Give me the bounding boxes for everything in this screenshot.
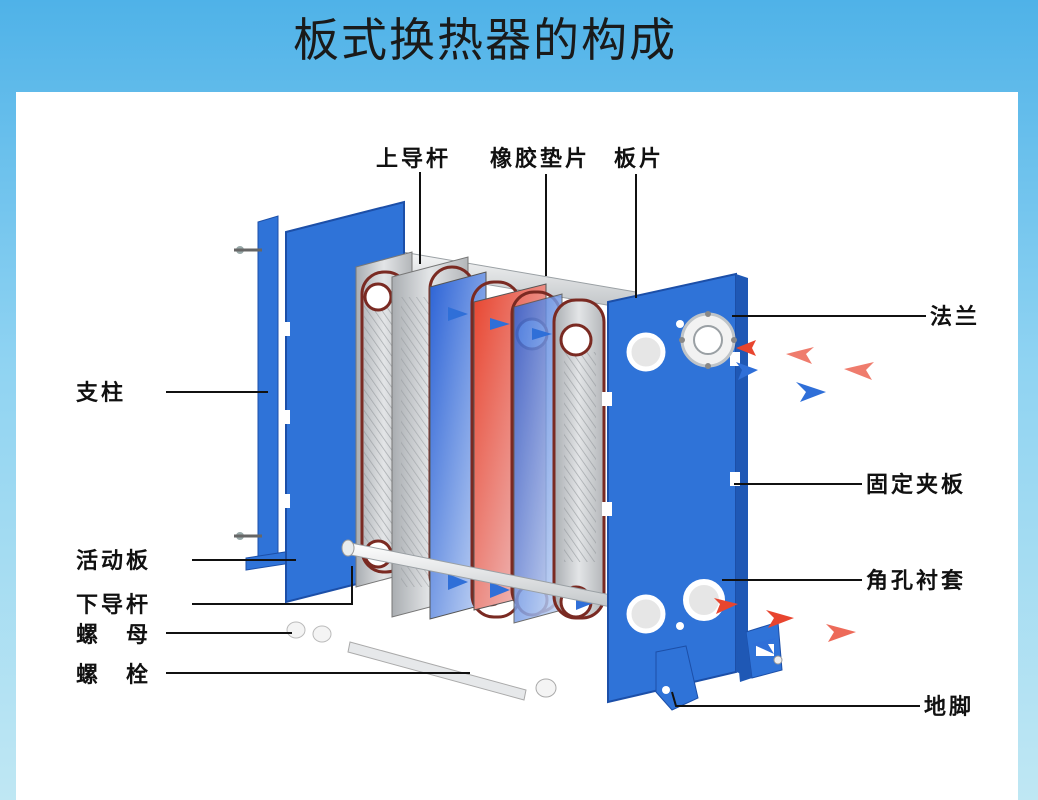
inlet-cold-arrow (752, 638, 776, 654)
inlet-hot-arrow-2 (786, 347, 814, 364)
outlet-hot-arrow-2 (766, 610, 794, 628)
label-plate: 板片 (614, 146, 664, 172)
label-support-column: 支柱 (76, 380, 126, 406)
heat-exchanger-diagram: 上导杆 橡胶垫片 板片 法兰 支柱 固定夹板 活动板 角孔衬套 下导杆 螺 母 … (76, 146, 980, 720)
label-lower-guide-bar: 下导杆 (76, 592, 151, 618)
inlet-hot-arrow-1 (736, 340, 756, 356)
fixed-clamp-plate (602, 272, 748, 704)
flow-arrows (714, 340, 874, 654)
inlet-hot-arrow-3 (844, 362, 874, 380)
outlet-cold-arrow-1 (736, 362, 758, 380)
flange (679, 311, 737, 369)
label-bolt: 螺 栓 (76, 662, 151, 688)
label-corner-hole-liner: 角孔衬套 (866, 568, 966, 594)
diagram-panel: 上导杆 橡胶垫片 板片 法兰 支柱 固定夹板 活动板 角孔衬套 下导杆 螺 母 … (16, 92, 1018, 800)
label-fixed-clamp-plate: 固定夹板 (866, 472, 966, 498)
label-movable-plate: 活动板 (76, 548, 151, 574)
label-foot: 地脚 (924, 694, 974, 720)
plate-pack (355, 251, 606, 624)
label-rubber-gasket: 橡胶垫片 (490, 146, 590, 172)
foot (655, 645, 699, 711)
page-title: 板式换热器的构成 (293, 13, 677, 67)
internal-flow-arrows (448, 307, 596, 610)
outlet-hot-arrow-1 (714, 598, 738, 614)
label-nut: 螺 母 (76, 622, 151, 648)
label-flange: 法兰 (930, 304, 980, 330)
label-upper-guide-bar: 上导杆 (376, 146, 451, 172)
outlet-cold-arrow-2 (796, 382, 826, 402)
bolt (347, 641, 557, 701)
plate-5 (513, 293, 606, 624)
nuts (286, 621, 332, 643)
leader-lines (166, 172, 926, 707)
outlet-hot-arrow-3 (826, 624, 856, 642)
